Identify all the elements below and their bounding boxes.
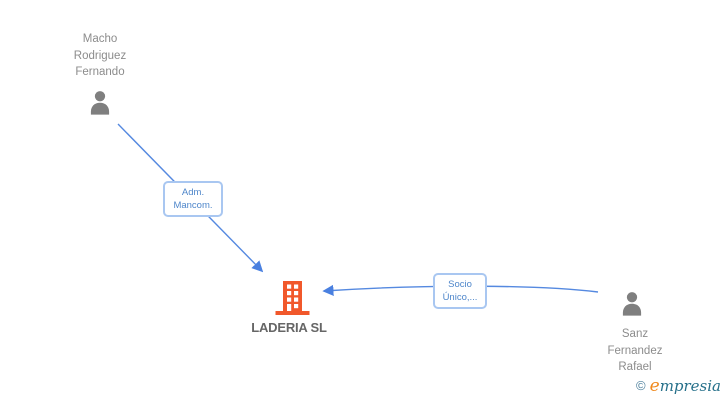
logo-first-letter: e — [649, 376, 660, 396]
building-icon — [274, 281, 311, 320]
company-label-laderia-sl[interactable]: LADERIA SL — [251, 320, 327, 335]
empresia-logo[interactable]: ©empresia — [636, 376, 721, 396]
person-label-sanz-fernandez-rafael[interactable]: Sanz Fernandez Rafael — [607, 328, 663, 373]
edge-label-adm-mancom[interactable]: Adm. Mancom. — [163, 181, 223, 217]
person-label-macho-rodriguez-fernando[interactable]: Macho Rodriguez Fernando — [73, 33, 127, 78]
logo-text: mpresia — [659, 377, 721, 395]
copyright-icon: © — [636, 378, 646, 393]
person-icon — [618, 292, 646, 322]
person-icon — [86, 91, 114, 121]
person-node-sanz-fernandez-rafael[interactable] — [618, 290, 646, 318]
company-node-laderia-sl[interactable] — [274, 280, 311, 316]
edge-label-socio-unico[interactable]: Socio Único,... — [433, 273, 487, 309]
person-node-macho-rodriguez-fernando[interactable] — [86, 89, 114, 117]
